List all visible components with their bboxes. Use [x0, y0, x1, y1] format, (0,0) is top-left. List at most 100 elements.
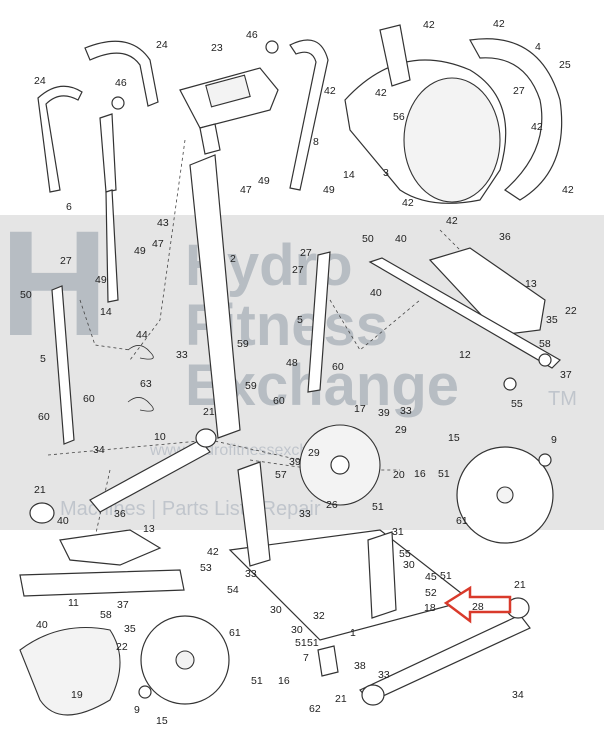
- callout-16: 16: [414, 468, 426, 480]
- callout-57: 57: [275, 469, 287, 481]
- parts: [19, 24, 563, 716]
- pedal-arm-left: [51, 285, 75, 445]
- console-screen: [205, 74, 251, 108]
- callout-40: 40: [57, 515, 69, 527]
- callout-16: 16: [278, 675, 290, 687]
- highlight-arrow: [443, 585, 512, 624]
- callout-60: 60: [38, 411, 50, 423]
- callout-39: 39: [378, 407, 390, 419]
- bushing-55: [503, 377, 517, 391]
- callout-27: 27: [60, 255, 72, 267]
- callout-60: 60: [332, 361, 344, 373]
- flywheel-hub: [496, 486, 514, 504]
- pedal-beam-12: [368, 257, 561, 369]
- callout-10: 10: [154, 431, 166, 443]
- callout-46: 46: [115, 77, 127, 89]
- bushing-9: [138, 685, 152, 699]
- callout-56: 56: [393, 111, 405, 123]
- callout-53: 53: [200, 562, 212, 574]
- callout-21: 21: [34, 484, 46, 496]
- bushing-37: [538, 353, 552, 367]
- upper-handle-left: [37, 85, 83, 193]
- watermark-tm: TM: [548, 388, 577, 410]
- callout-42: 42: [207, 546, 219, 558]
- callout-27: 27: [292, 264, 304, 276]
- callout-30: 30: [291, 624, 303, 636]
- callout-4: 4: [535, 41, 541, 53]
- callout-20: 20: [393, 469, 405, 481]
- callout-9: 9: [551, 434, 557, 446]
- callout-58: 58: [539, 338, 551, 350]
- callout-49: 49: [258, 175, 270, 187]
- callout-34: 34: [93, 444, 105, 456]
- callout-22: 22: [116, 641, 128, 653]
- callout-55: 55: [511, 398, 523, 410]
- frame-post: [237, 461, 271, 567]
- callout-51: 51: [438, 468, 450, 480]
- flywheel-left-hub: [175, 650, 195, 670]
- callout-11: 11: [68, 597, 79, 609]
- callout-50: 50: [362, 233, 374, 245]
- callout-30: 30: [403, 559, 415, 571]
- console-mount: [199, 123, 221, 155]
- callout-17: 17: [354, 403, 366, 415]
- callout-37: 37: [117, 599, 129, 611]
- callout-24: 24: [34, 75, 46, 87]
- bracket-7: [317, 645, 339, 677]
- callout-48: 48: [286, 357, 298, 369]
- callout-33: 33: [176, 349, 188, 361]
- callout-30: 30: [270, 604, 282, 616]
- arm-6-lower: [105, 189, 119, 303]
- callout-43: 43: [157, 217, 169, 229]
- knob-46-left: [111, 96, 125, 110]
- callouts: 42 42 4 25 24 46 23 24 46 42 27 42 56 42…: [20, 18, 577, 727]
- callout-33: 33: [378, 669, 390, 681]
- callout-44: 44: [136, 329, 148, 341]
- upper-handle-right: [84, 40, 159, 107]
- callout-33: 33: [245, 568, 257, 580]
- cable-63: [127, 397, 154, 412]
- callout-14: 14: [343, 169, 355, 181]
- pedal-13-left: [59, 529, 162, 566]
- shroud-4: [469, 38, 563, 201]
- callout-42: 42: [493, 18, 505, 30]
- callout-46: 46: [246, 29, 258, 41]
- callout-59: 59: [237, 338, 249, 350]
- callout-33: 33: [400, 405, 412, 417]
- bushing-9-right: [538, 453, 552, 467]
- pedal-beam-11: [19, 569, 185, 597]
- callout-42: 42: [375, 87, 387, 99]
- callout-51: 51: [295, 637, 307, 649]
- callout-51: 51: [372, 501, 384, 513]
- callout-27: 27: [300, 247, 312, 259]
- callout-15: 15: [448, 432, 460, 444]
- callout-5: 5: [40, 353, 46, 365]
- callout-23: 23: [211, 42, 223, 54]
- callout-25: 25: [559, 59, 571, 71]
- callout-49: 49: [95, 274, 107, 286]
- callout-27: 27: [513, 85, 525, 97]
- callout-54: 54: [227, 584, 239, 596]
- callout-3: 3: [383, 167, 389, 179]
- endcap-21-upper: [195, 428, 217, 448]
- callout-29: 29: [308, 447, 320, 459]
- callout-18: 18: [424, 602, 436, 614]
- shroud-bracket: [379, 24, 411, 87]
- callout-14: 14: [100, 306, 112, 318]
- callout-50: 50: [20, 289, 32, 301]
- callout-42: 42: [423, 19, 435, 31]
- callout-52: 52: [425, 587, 437, 599]
- callout-36: 36: [499, 231, 511, 243]
- callout-51: 51: [251, 675, 263, 687]
- callout-61: 61: [456, 515, 468, 527]
- callout-40: 40: [395, 233, 407, 245]
- callout-9: 9: [134, 704, 140, 716]
- callout-42: 42: [562, 184, 574, 196]
- arm-8: [289, 39, 329, 191]
- callout-37: 37: [560, 369, 572, 381]
- callout-24: 24: [156, 39, 168, 51]
- callout-36: 36: [114, 508, 126, 520]
- callout-42: 42: [446, 215, 458, 227]
- crank-hub: [330, 455, 350, 475]
- callout-34: 34: [512, 689, 524, 701]
